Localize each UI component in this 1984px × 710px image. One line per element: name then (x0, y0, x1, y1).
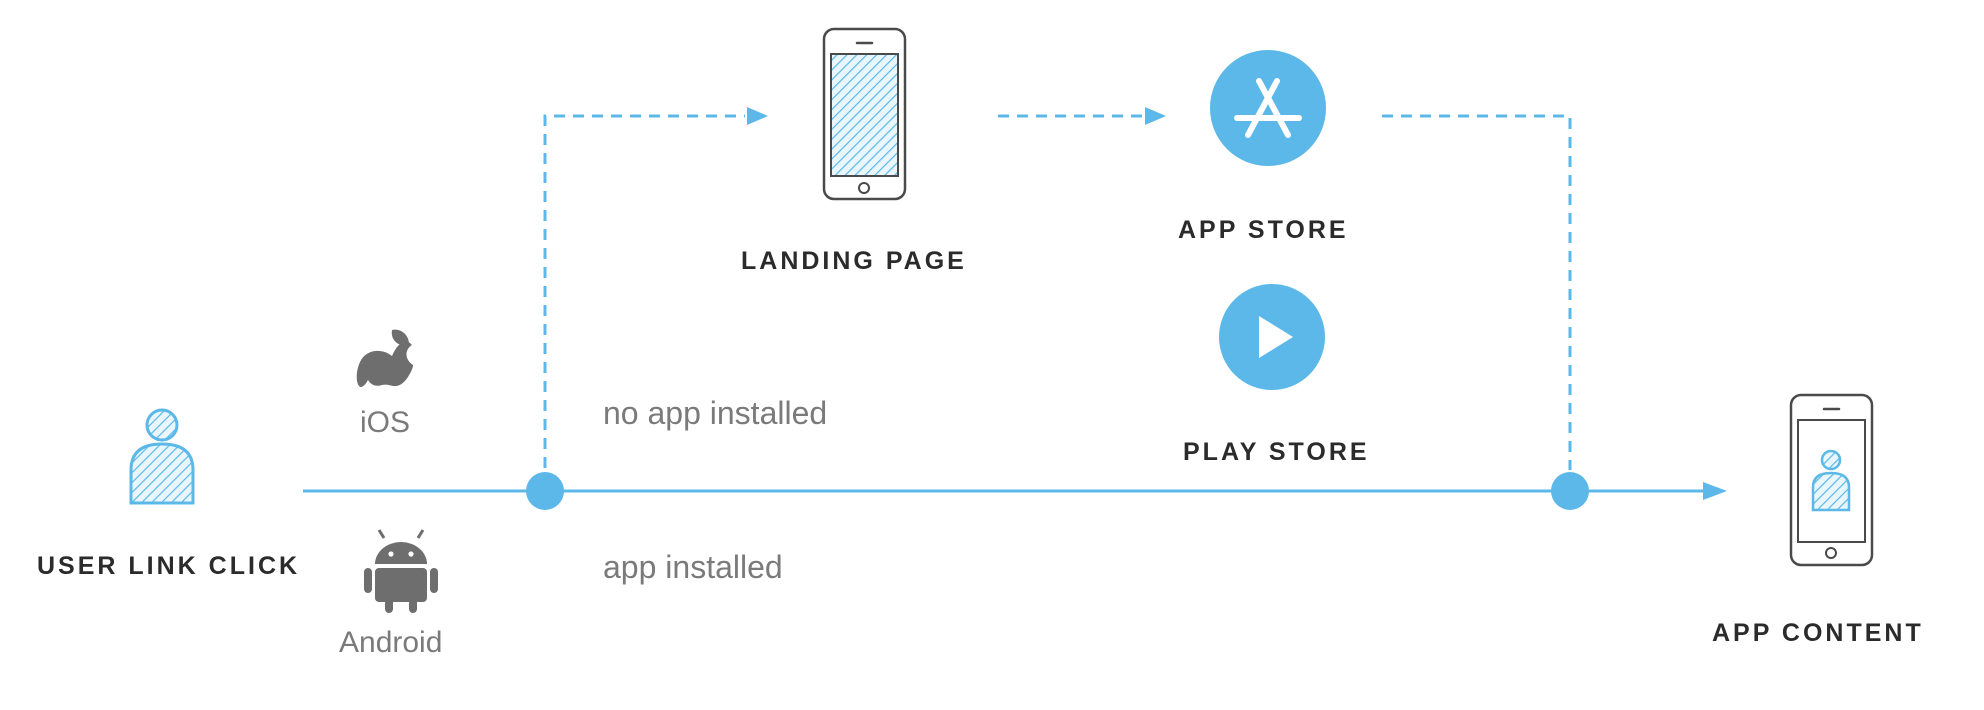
main-flow-arrowhead (1703, 482, 1727, 500)
phone-icon (822, 27, 907, 201)
merge-node (1551, 472, 1589, 510)
app-store-label: APP STORE (1178, 216, 1349, 244)
app-installed-label: app installed (603, 549, 783, 585)
dashed-arrowhead-landing (747, 107, 768, 125)
branch-node (526, 472, 564, 510)
ios-label: iOS (360, 406, 410, 439)
android-icon (364, 529, 438, 613)
app-content-label: APP CONTENT (1712, 619, 1924, 647)
user-link-click-label: USER LINK CLICK (37, 552, 300, 580)
dashed-arrowhead-store (1145, 107, 1166, 125)
dashed-branch-to-landing-page (543, 114, 745, 468)
apple-icon (356, 329, 413, 387)
user-icon (129, 408, 195, 505)
play-store-icon (1219, 284, 1325, 390)
landing-page-label: LANDING PAGE (741, 247, 967, 275)
dashed-store-to-node (1382, 114, 1572, 470)
no-app-installed-label: no app installed (603, 395, 827, 431)
app-store-icon (1210, 50, 1326, 166)
play-store-label: PLAY STORE (1183, 438, 1370, 466)
android-label: Android (339, 626, 442, 659)
phone-user-icon (1789, 393, 1874, 567)
